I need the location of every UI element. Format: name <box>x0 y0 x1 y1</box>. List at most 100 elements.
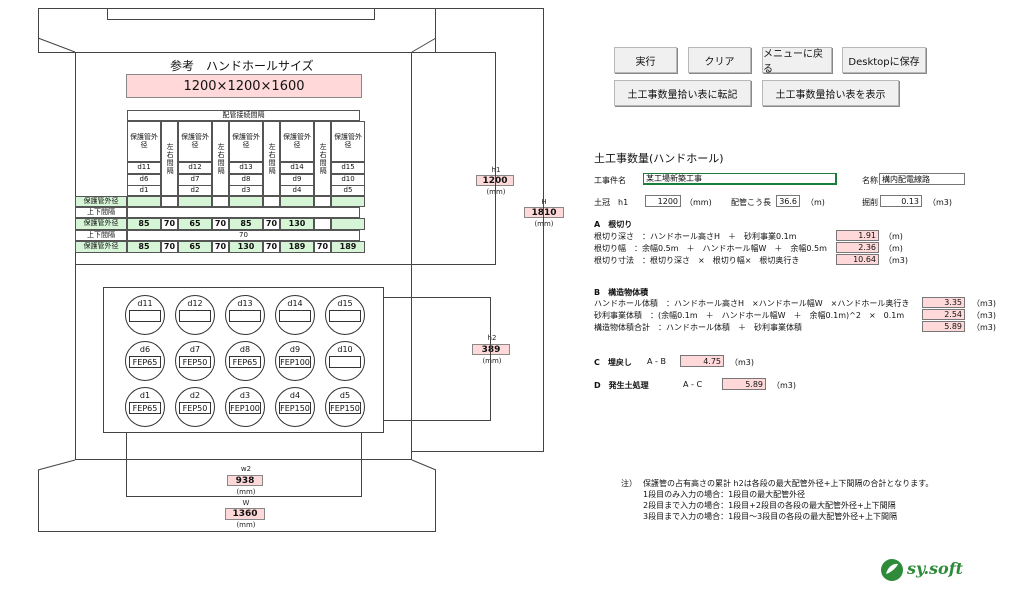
row5-cell: 70 <box>314 241 331 253</box>
row5-cell[interactable]: 130 <box>229 241 263 253</box>
b2-unit: （m3) <box>972 311 997 320</box>
a1-label: 根切り深さ ：ハンドホール高さH ＋ 砂利事業0.1m <box>594 232 797 241</box>
logo: sy.soft <box>880 557 980 587</box>
divider-line <box>75 264 412 265</box>
base-outline <box>38 470 436 532</box>
name-label: 名称 <box>862 176 878 185</box>
note-line3: 2段目まで入力の場合：1段目+2段目の各段の最大配管外径+上下間隔 <box>643 501 896 510</box>
pipe-circle-label: d8 <box>239 345 251 354</box>
row5-cell: 70 <box>212 241 229 253</box>
row3-cell[interactable]: 85 <box>127 218 161 230</box>
excavation-label: 掘削 <box>862 198 878 207</box>
col-pipe-label: d2 <box>178 185 212 196</box>
pipe-circle: d11 <box>125 295 165 335</box>
row-label-outer2: 保護管外径 <box>75 218 127 230</box>
pipe-circle: d14 <box>275 295 315 335</box>
row3-cell[interactable]: 130 <box>280 218 314 230</box>
pipe-size-box <box>329 310 361 322</box>
row1-cell[interactable] <box>127 196 161 207</box>
row3-cell: 70 <box>212 218 229 230</box>
note-prefix: 注） <box>621 479 637 488</box>
transfer-button[interactable]: 土工事数量拾い表に転記 <box>614 80 751 106</box>
h1-unit: (mm) <box>476 188 516 196</box>
col-header-outer: 保護管外径 <box>331 121 365 162</box>
a3-value: 10.64 <box>836 254 879 265</box>
pipe-size-box: FEP50 <box>179 356 211 368</box>
w2-dim-left <box>126 433 127 497</box>
pipe-circle: d10 <box>325 341 365 381</box>
row1-cell <box>263 196 280 207</box>
save-desktop-button[interactable]: Desktopに保存 <box>842 47 926 73</box>
name-input[interactable]: 構内配電線路 <box>879 173 965 185</box>
c-unit: （m3) <box>730 358 755 367</box>
clear-button[interactable]: クリア <box>688 47 751 73</box>
a2-label: 根切り幅 ：余幅0.5m ＋ ハンドホール幅W ＋ 余幅0.5m <box>594 244 827 253</box>
W-value: 1360 <box>225 508 265 520</box>
logo-text: sy.soft <box>907 559 963 578</box>
c-value: 4.75 <box>680 355 724 367</box>
row1-cell[interactable] <box>178 196 212 207</box>
cover-input[interactable]: 1200 <box>645 195 681 207</box>
H-label: H <box>524 198 564 206</box>
col-header-outer: 保護管外径 <box>178 121 212 162</box>
project-label: 工事件名 <box>594 176 626 185</box>
pipe-size-box <box>179 310 211 322</box>
excavation-input[interactable]: 0.13 <box>880 195 922 207</box>
pipe-size-box <box>229 310 261 322</box>
pipe-circle-label: d9 <box>289 345 301 354</box>
lid-outline <box>38 8 436 52</box>
row5-cell: 70 <box>263 241 280 253</box>
handhole-size: 1200×1200×1600 <box>126 74 362 98</box>
col-pipe-label: d13 <box>229 162 263 174</box>
run-button[interactable]: 実行 <box>614 47 677 73</box>
drawing-title: 参考 ハンドホールサイズ <box>170 59 314 73</box>
pipe-circle-label: d5 <box>339 391 351 400</box>
row3-cell[interactable] <box>331 218 365 230</box>
row1-cell[interactable] <box>280 196 314 207</box>
a3-unit: （m3) <box>884 256 909 265</box>
row1-cell[interactable] <box>331 196 365 207</box>
section-c-title: C 埋戻し <box>594 358 632 367</box>
col-pipe-label: d14 <box>280 162 314 174</box>
d-formula: A - C <box>683 380 703 389</box>
pipe-size-box: FEP100 <box>229 402 261 414</box>
row3-cell: 70 <box>161 218 178 230</box>
row5-cell[interactable]: 189 <box>280 241 314 253</box>
note-line1: 保護管の占有高さの累計 h2は各段の最大配管外径+上下間隔の合計となります。 <box>643 479 934 488</box>
col-pipe-label: d5 <box>331 185 365 196</box>
row5-cell[interactable]: 85 <box>127 241 161 253</box>
section-a-title: A 根切り <box>594 220 633 229</box>
row1-cell[interactable] <box>229 196 263 207</box>
row5-cell[interactable]: 65 <box>178 241 212 253</box>
project-input[interactable]: 某工場新築工事 <box>643 173 837 185</box>
pipe-size-box: FEP100 <box>279 356 311 368</box>
menu-button[interactable]: メニューに戻る <box>762 47 832 75</box>
show-table-button[interactable]: 土工事数量拾い表を表示 <box>762 80 899 106</box>
row3-cell[interactable]: 85 <box>229 218 263 230</box>
w2-unit: (mm) <box>236 488 256 496</box>
pipe-length-input[interactable]: 36.6 <box>776 195 800 207</box>
b1-value: 3.35 <box>922 297 965 308</box>
h2-dim-vert <box>490 297 491 420</box>
pipe-size-box <box>129 310 161 322</box>
W-unit: (mm) <box>236 521 256 529</box>
d-unit: （m3) <box>772 381 797 390</box>
b2-label: 砂利事業体積 ：(余幅0.1m ＋ ハンドホール幅W ＋ 余幅0.1m)^2 ×… <box>594 311 905 320</box>
pipe-size-box: FEP65 <box>229 356 261 368</box>
row-label-vgap1: 上下間隔 <box>75 207 127 218</box>
bottom-line <box>75 459 412 460</box>
pipe-area <box>103 287 384 433</box>
col-pipe-label: d11 <box>127 162 161 174</box>
a2-value: 2.36 <box>836 242 879 253</box>
row3-cell[interactable]: 65 <box>178 218 212 230</box>
pipe-circle-label: d7 <box>189 345 201 354</box>
b1-unit: （m3) <box>972 299 997 308</box>
row-label-outer1: 保護管外径 <box>75 196 127 207</box>
row5-cell[interactable]: 189 <box>331 241 365 253</box>
col-header-gap: 左右間隔 <box>314 121 331 196</box>
